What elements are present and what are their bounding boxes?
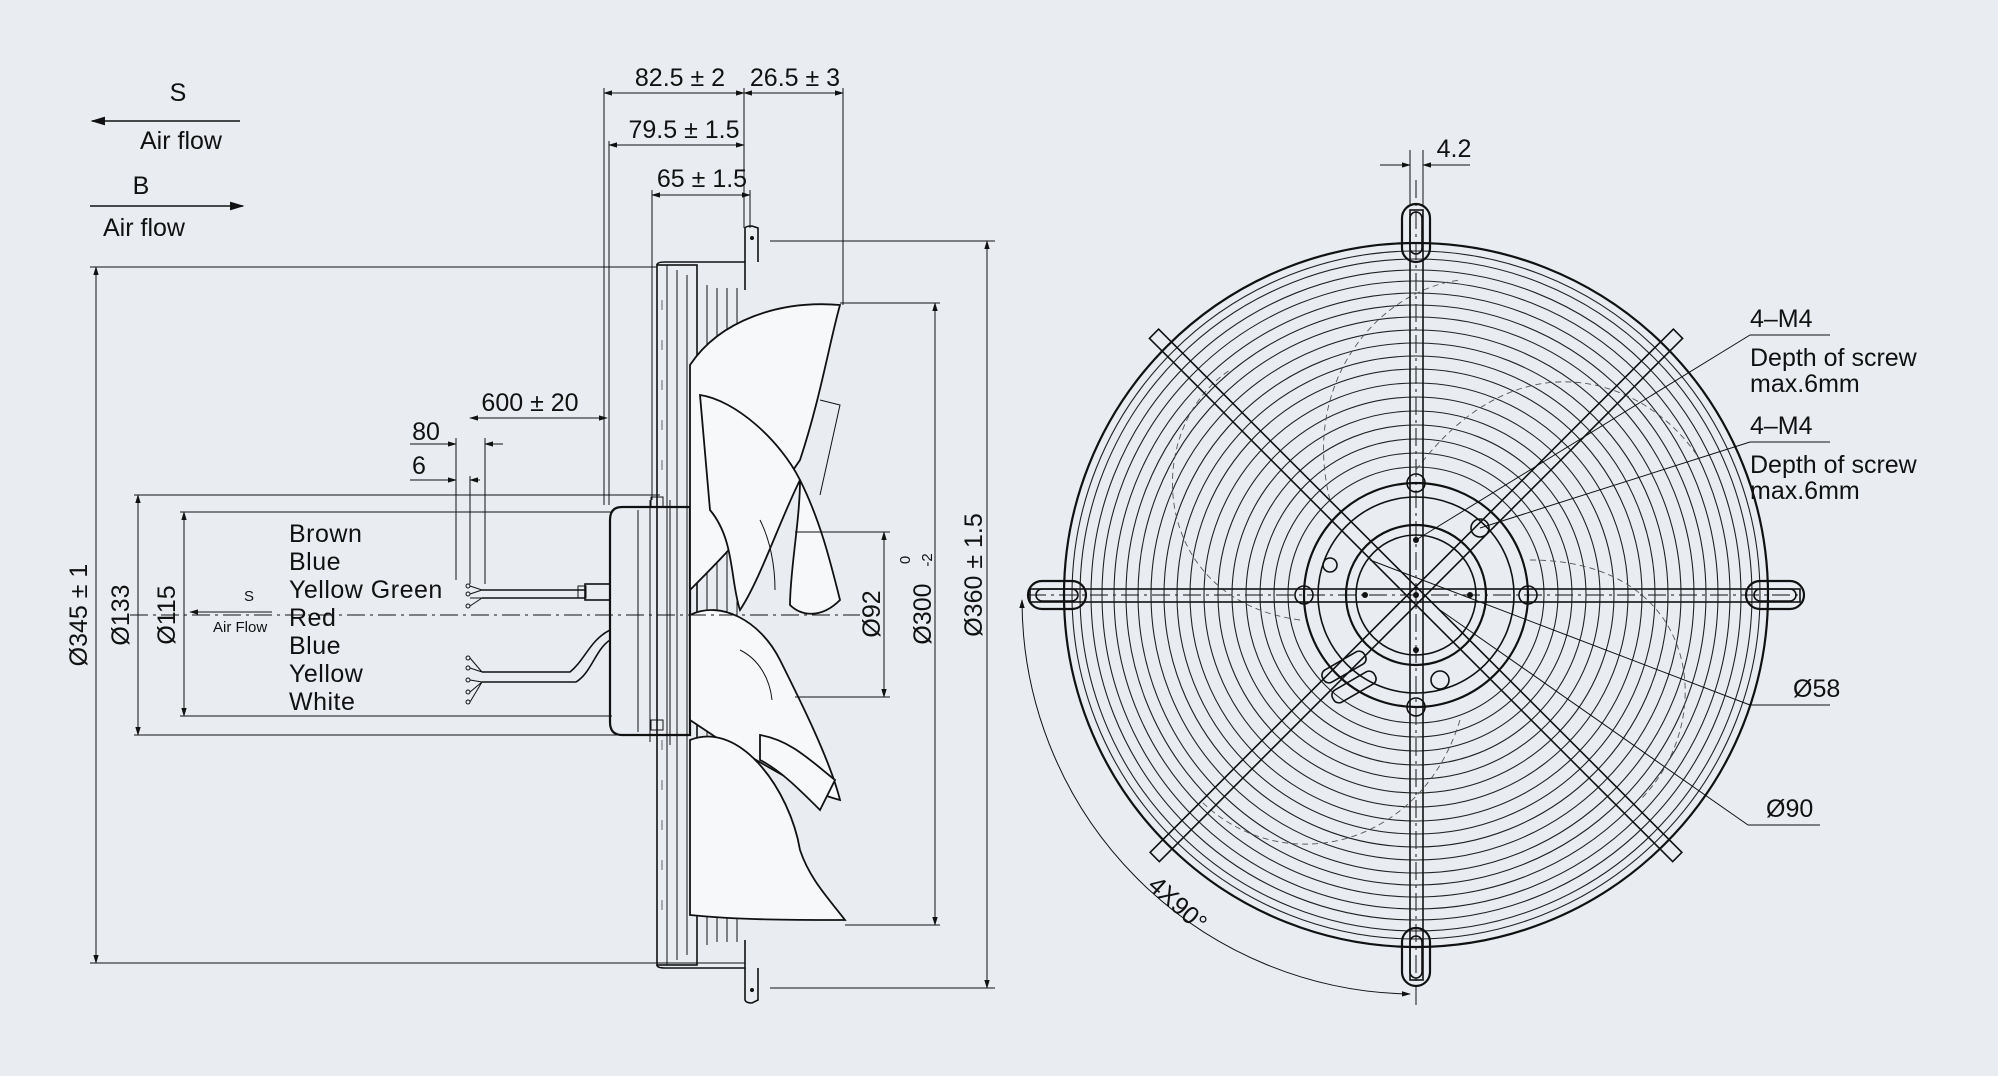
front-view: 4.2 4X90° 4–M4 Depth of screw max.6mm 4–…: [1019, 135, 1918, 1005]
wire-label: Blue: [289, 632, 341, 660]
wire-label: Yellow Green: [289, 576, 443, 604]
wire-label: Blue: [289, 548, 341, 576]
angle-label: 4X90°: [1143, 871, 1213, 938]
dim-dia-90: Ø90: [1766, 795, 1813, 823]
dim-dia-300: Ø300: [909, 583, 937, 644]
screw-2-depth: Depth of screw: [1750, 451, 1918, 479]
airflow-b-text: Air flow: [103, 214, 186, 242]
dim-dia-360: Ø360 ± 1.5: [960, 513, 988, 637]
screw-1-spec: 4–M4: [1750, 305, 1813, 333]
dim-4-2: 4.2: [1437, 135, 1472, 163]
dim-dia-115: Ø115: [153, 585, 181, 644]
fan-blades-side: [689, 303, 847, 921]
wire-label: Yellow: [289, 660, 364, 688]
airflow-s-text: Air flow: [140, 127, 223, 155]
wire-bundle: [465, 583, 611, 705]
dim-dia-300-tol-upper: 0: [897, 556, 914, 564]
dim-6: 6: [412, 452, 426, 480]
dim-80: 80: [412, 418, 440, 446]
dim-dia-300-tol-lower: -2: [919, 553, 936, 566]
dim-600: 600 ± 20: [481, 389, 578, 417]
motor-body: [577, 496, 692, 745]
airflow-small: S Air Flow: [189, 588, 272, 636]
airflow-b-label: B: [133, 172, 150, 200]
dim-dia-58: Ø58: [1793, 675, 1840, 703]
dim-79-5: 79.5 ± 1.5: [628, 116, 739, 144]
wire-color-list: Brown Blue Yellow Green Red Blue Yellow …: [289, 520, 443, 716]
airflow-legend: S Air flow B Air flow: [90, 79, 245, 242]
wire-label: Red: [289, 604, 336, 632]
mounting-tabs: [1026, 202, 1806, 988]
airflow-small-s-label: S: [244, 588, 254, 605]
wire-label: White: [289, 688, 355, 716]
screw-1-depth: Depth of screw: [1750, 344, 1918, 372]
dim-65: 65 ± 1.5: [657, 165, 747, 193]
wire-label: Brown: [289, 520, 362, 548]
side-view: Brown Blue Yellow Green Red Blue Yellow …: [65, 64, 995, 1004]
screw-2-spec: 4–M4: [1750, 412, 1813, 440]
right-dimensions: Ø92 Ø300 0 -2 Ø360 ± 1.5: [795, 240, 990, 989]
top-dimensions: 82.5 ± 2 26.5 ± 3 79.5 ± 1.5 65 ± 1.5 60…: [410, 64, 844, 584]
airflow-small-text: Air Flow: [213, 619, 267, 636]
dim-82-5: 82.5 ± 2: [635, 64, 725, 92]
dim-dia-133: Ø133: [107, 584, 135, 645]
screw-1-max: max.6mm: [1750, 370, 1860, 398]
dim-dia-92: Ø92: [858, 590, 886, 637]
screw-2-max: max.6mm: [1750, 477, 1860, 505]
dim-26-5: 26.5 ± 3: [750, 64, 840, 92]
left-dimensions: Ø345 ± 1 Ø133 Ø115: [65, 266, 660, 964]
dim-dia-345: Ø345 ± 1: [65, 564, 93, 667]
airflow-s-label: S: [170, 79, 187, 107]
